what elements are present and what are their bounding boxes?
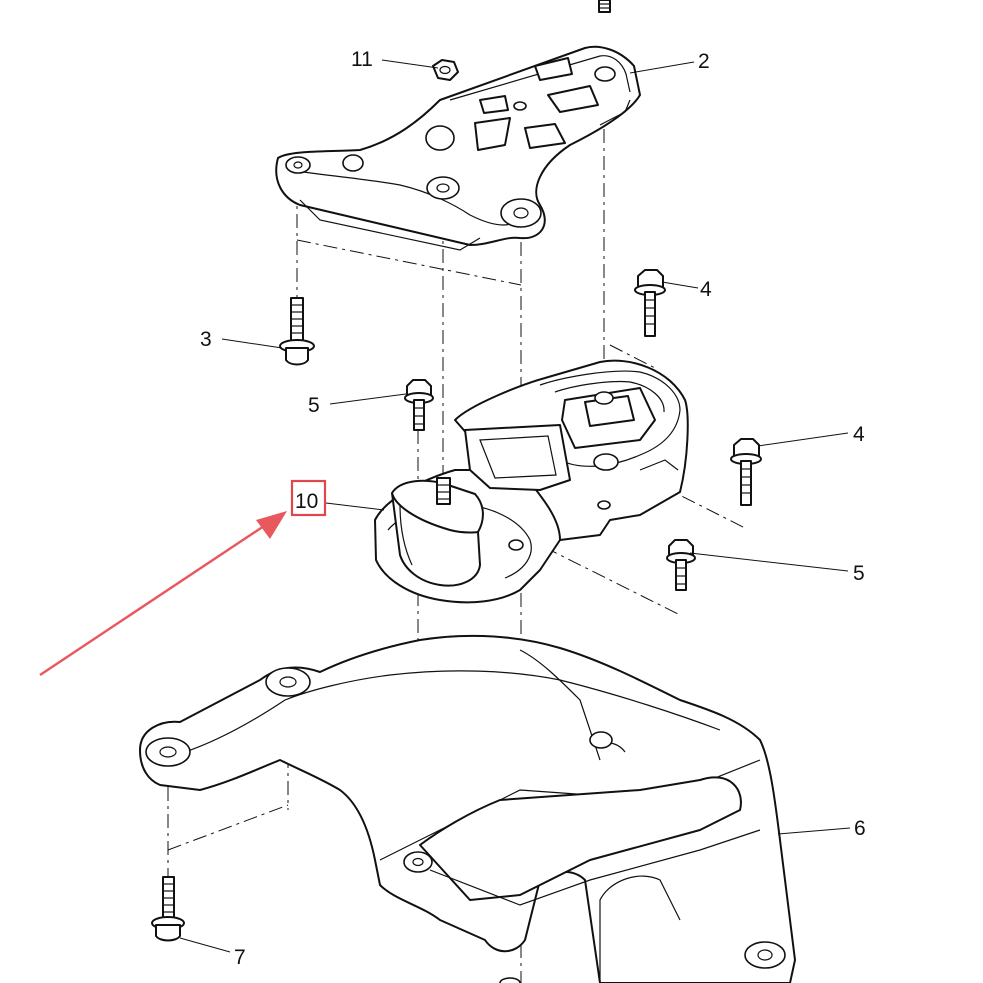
callout-6: 6 [854,817,866,840]
callout-10: 10 [295,490,318,513]
stud-top [598,0,611,13]
crossmember-6 [139,634,796,983]
bolt-5-lower [666,539,696,591]
highlight-box [290,479,327,517]
upper-mounting-bracket [275,45,641,251]
callout-4-upper: 4 [700,278,712,301]
nut-11 [432,59,459,81]
pointer-arrow [39,511,287,676]
callout-4-lower: 4 [853,423,865,446]
callout-labels: 11 2 3 4 4 5 5 10 6 7 [200,48,866,969]
bolt-7 [151,876,185,942]
bolt-4-lower [730,438,762,506]
leader-lines [179,59,851,953]
callout-5-upper: 5 [308,394,320,417]
bolt-5-upper [404,379,434,431]
bolt-3 [279,297,315,366]
callout-3: 3 [200,328,212,351]
transmission-mount-10 [374,359,689,604]
callout-2: 2 [698,50,710,73]
callout-11: 11 [351,48,373,71]
callout-5-lower: 5 [853,562,865,585]
callout-7: 7 [234,946,246,969]
bolt-4-upper [634,269,666,337]
